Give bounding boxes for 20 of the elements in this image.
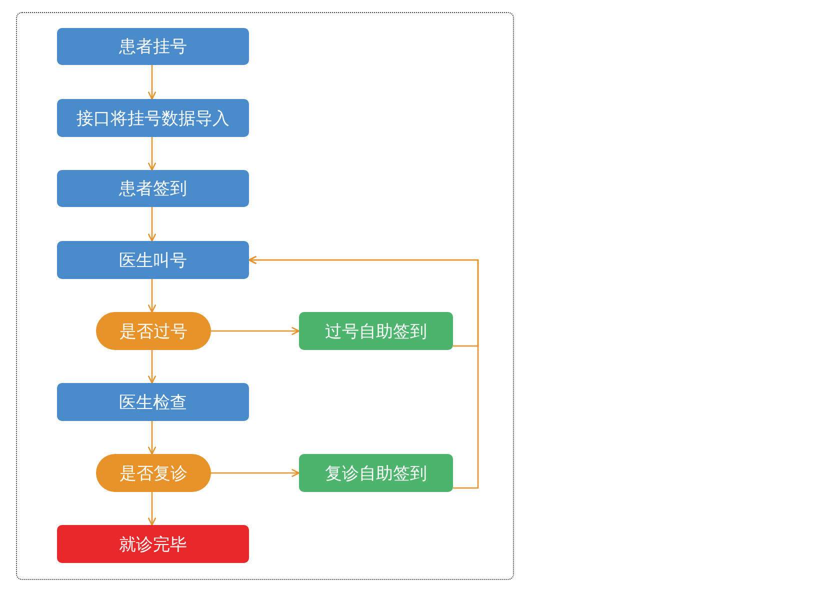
arrow — [148, 421, 156, 455]
arrow — [148, 350, 156, 384]
arrow — [148, 492, 156, 526]
process-box: 复诊自助签到 — [299, 454, 453, 492]
process-box: 接口将挂号数据导入 — [57, 99, 249, 137]
process-box: 医生检查 — [57, 383, 249, 421]
arrow — [211, 326, 300, 336]
arrow — [148, 137, 156, 171]
arrow — [211, 468, 300, 478]
process-box: 患者签到 — [57, 170, 249, 207]
process-box: 过号自助签到 — [299, 312, 453, 350]
process-box: 患者挂号 — [57, 28, 249, 65]
process-box: 医生叫号 — [57, 241, 249, 279]
decision-pill: 是否复诊 — [96, 454, 211, 492]
end-box: 就诊完毕 — [57, 525, 249, 563]
arrow — [148, 207, 156, 242]
arrow — [148, 279, 156, 313]
arrow — [248, 256, 479, 489]
arrow — [148, 65, 156, 100]
decision-pill: 是否过号 — [96, 312, 211, 350]
